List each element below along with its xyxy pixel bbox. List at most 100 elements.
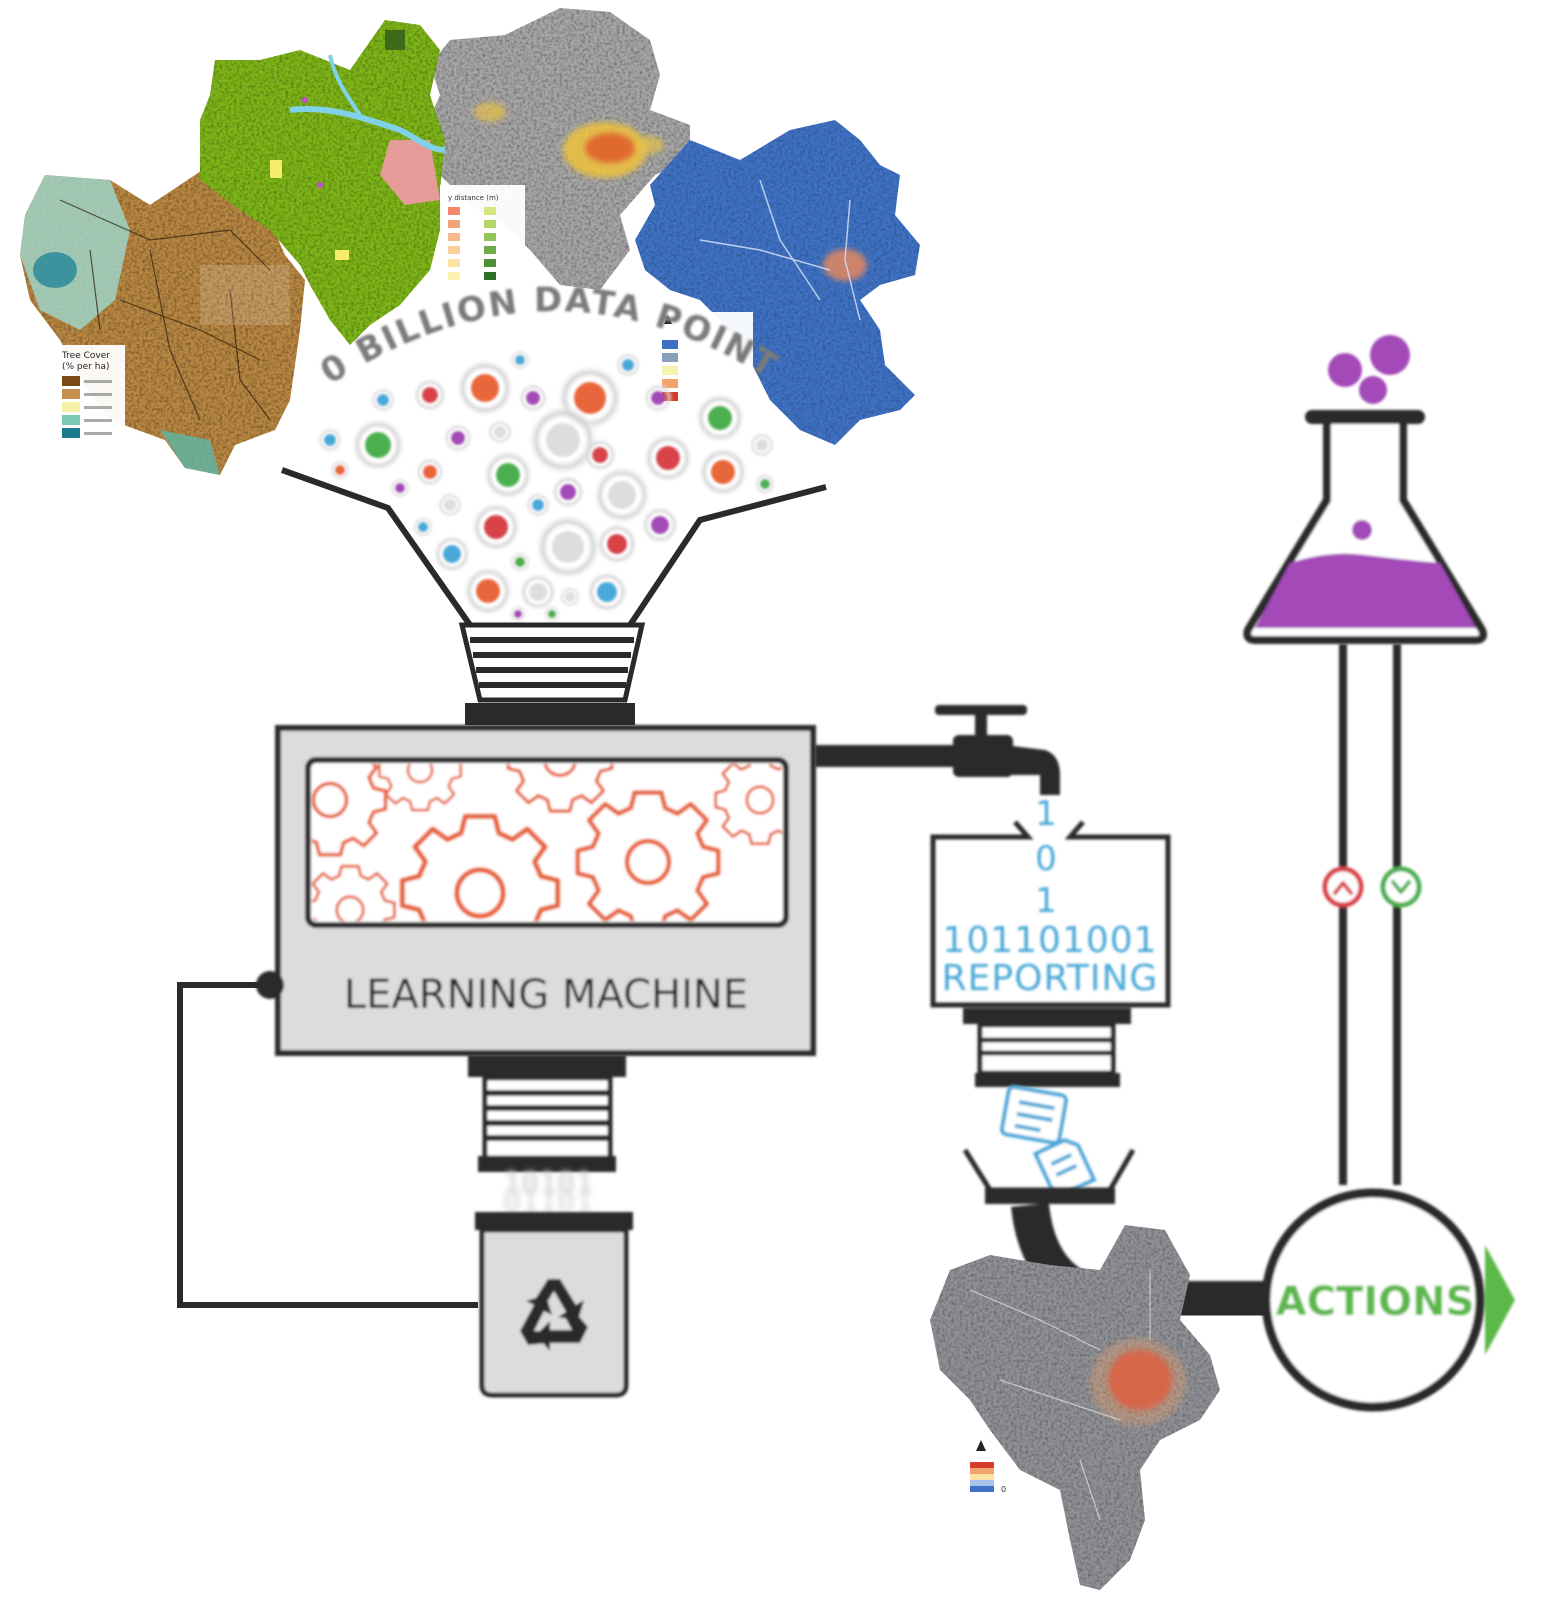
legend-swatch [484, 220, 496, 228]
data-point [548, 610, 556, 618]
data-point [335, 465, 345, 475]
legend-swatch [62, 402, 80, 412]
tree-cover-legend: Tree Cover (% per ha) [55, 345, 125, 440]
land-use-map: y distance (m) [200, 20, 525, 345]
data-point [760, 479, 770, 489]
data-point [529, 583, 547, 601]
data-point [422, 387, 438, 403]
data-point [324, 434, 336, 446]
data-point [552, 531, 584, 563]
data-point [560, 484, 576, 500]
recycle-bin [475, 1212, 633, 1398]
data-point [451, 431, 465, 445]
north-arrow-icon [664, 315, 672, 324]
data-point [377, 394, 389, 406]
legend-swatch [448, 207, 460, 215]
data-point [365, 432, 391, 458]
legend-swatch [448, 233, 460, 241]
data-point [708, 406, 732, 430]
density-north-arrow-icon [976, 1440, 986, 1451]
legend-swatch [484, 246, 496, 254]
legend-swatch [484, 272, 496, 280]
data-point [532, 499, 544, 511]
data-point [656, 446, 680, 470]
data-point [514, 610, 522, 618]
tree-cover-legend-swatches [62, 376, 112, 438]
data-point [526, 391, 540, 405]
data-point [651, 516, 669, 534]
map-collage: y distance (m) Tree Cover (% per ha) [20, 8, 920, 475]
discarded-bits-line-1: 10101 [503, 1166, 593, 1201]
street-network-map [425, 8, 690, 290]
data-point-bubbles [317, 349, 776, 623]
legend-swatch [448, 259, 460, 267]
data-point [597, 582, 617, 602]
machine-output-neck [468, 1055, 626, 1172]
data-point [423, 465, 437, 479]
legend-swatch [662, 353, 678, 362]
data-point [496, 463, 520, 487]
network-legend [658, 312, 753, 410]
legend-swatch [448, 220, 460, 228]
legend-swatch [484, 207, 496, 215]
data-point [515, 355, 525, 365]
data-point [418, 522, 428, 532]
feedback-loop-line [177, 982, 478, 1308]
legend-swatch-label-placeholder [84, 380, 112, 383]
data-point [622, 359, 634, 371]
legend-swatch [62, 428, 80, 438]
legend-swatch [662, 366, 678, 375]
data-point [574, 382, 606, 414]
reporting-bitstring: 101101001 [942, 920, 1157, 961]
data-point [476, 579, 500, 603]
data-point [756, 439, 768, 451]
up-arrow-icon [1322, 866, 1364, 908]
legend-swatch [62, 389, 80, 399]
legend-swatch-label-placeholder [84, 432, 112, 435]
down-arrow-icon [1380, 866, 1422, 908]
data-point [607, 534, 627, 554]
reporting-bit-3: 1 [1035, 881, 1057, 921]
data-point [711, 460, 735, 484]
tree-cover-legend-title: Tree Cover [61, 351, 110, 361]
legend-swatch [62, 376, 80, 386]
outlet-pipe [815, 745, 955, 767]
discarded-bits: 10101 01101 [503, 1166, 593, 1220]
data-point [546, 423, 580, 457]
data-point [608, 481, 636, 509]
data-point [444, 499, 456, 511]
legend-swatch [662, 379, 678, 388]
actions-label: ACTIONS [1276, 1279, 1475, 1325]
legend-swatch [484, 233, 496, 241]
reporting-label: REPORTING [942, 958, 1159, 999]
proximity-legend: y distance (m) [440, 185, 525, 295]
tree-cover-legend-subtitle: (% per ha) [62, 362, 109, 372]
proximity-legend-swatches [448, 207, 496, 280]
legend-swatch-label-placeholder [84, 393, 112, 396]
data-point [494, 426, 506, 438]
action-tube [1322, 644, 1422, 1185]
actions-node: ACTIONS [1261, 1188, 1515, 1412]
data-point [443, 545, 461, 563]
data-point [565, 592, 575, 602]
data-point [651, 391, 665, 405]
legend-swatch [448, 246, 460, 254]
legend-swatch [62, 415, 80, 425]
proximity-legend-title: y distance (m) [448, 194, 499, 202]
faucet-icon [935, 705, 1060, 795]
funnel-neck [458, 622, 646, 725]
feedback-port [256, 971, 284, 999]
flask-icon [1243, 335, 1488, 644]
reporting-box: 1 0 1 101101001 REPORTING [930, 794, 1171, 1087]
blue-network-map [635, 120, 920, 445]
legend-swatch-label-placeholder [84, 419, 112, 422]
funnel-outline [280, 467, 827, 627]
legend-swatch [484, 259, 496, 267]
legend-swatch [662, 340, 678, 349]
data-point [471, 374, 499, 402]
machine-label: LEARNING MACHINE [344, 972, 748, 1018]
density-map: 0 [930, 1225, 1220, 1590]
actions-pointer [1485, 1245, 1515, 1355]
recycle-icon [520, 1279, 588, 1351]
